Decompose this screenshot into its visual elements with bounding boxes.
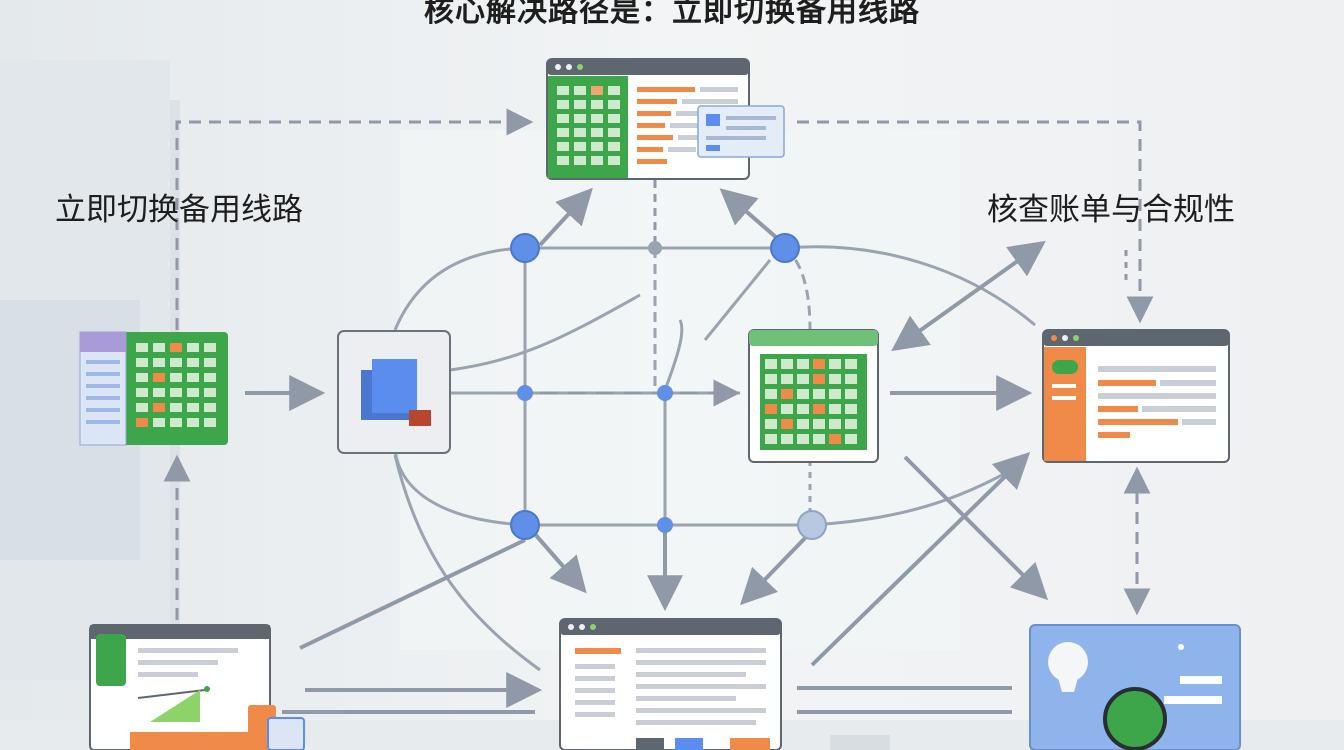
chart-device-icon (89, 624, 305, 750)
label-switch-backup-line: 立即切换备用线路 (55, 192, 303, 228)
document-window-icon (559, 618, 782, 750)
flow-arrows (245, 187, 1049, 714)
central-square-icon (337, 330, 451, 454)
dashed-arrows (163, 108, 1154, 620)
report-window-icon (1042, 329, 1230, 463)
spreadsheet-window-icon (546, 58, 785, 180)
grid-app-icon (748, 329, 879, 463)
connector-curves (393, 245, 1036, 672)
sidebar-table-icon (79, 331, 228, 446)
label-check-billing-compliance: 核查账单与合规性 (987, 192, 1235, 228)
diagram-title: 核心解决路径是：立即切换备用线路 (424, 0, 920, 29)
settings-panel-icon (1029, 624, 1241, 750)
network-nodes (510, 233, 827, 540)
